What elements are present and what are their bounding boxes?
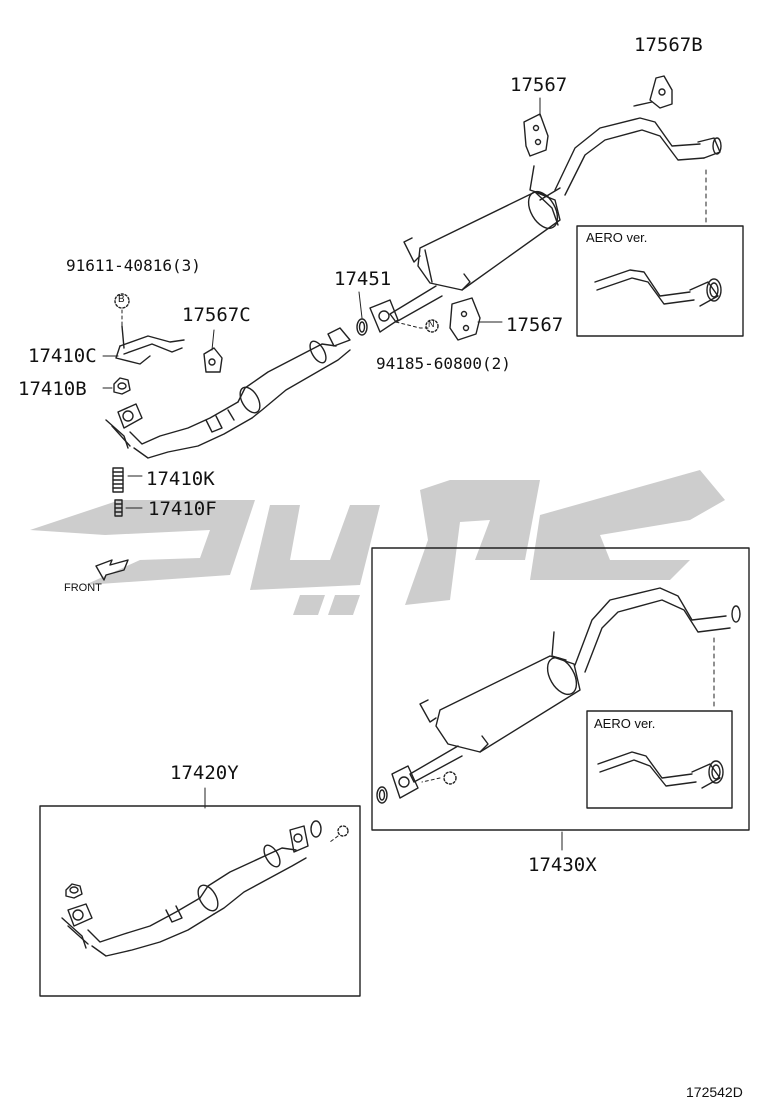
main-muffler-top	[389, 190, 561, 323]
label-17567-right: 17567	[506, 314, 564, 336]
label-17410C: 17410C	[28, 345, 97, 367]
front-label: FRONT	[64, 582, 102, 594]
box-17420Y	[39, 805, 361, 997]
label-aero-bottom: AERO ver.	[594, 716, 656, 731]
hanger-bracket-17410C	[115, 325, 185, 365]
hanger-17567B	[649, 75, 673, 109]
diagram-code: 172542D	[686, 1084, 743, 1100]
label-17567C: 17567C	[182, 304, 251, 326]
label-17567B: 17567B	[634, 34, 703, 56]
box-17430X	[371, 547, 750, 831]
callout-B: B	[118, 294, 125, 305]
front-arrow-icon	[95, 559, 129, 581]
label-17451: 17451	[334, 268, 392, 290]
flange-top	[356, 299, 399, 336]
nut-17410B	[113, 377, 131, 395]
hanger-17567-top	[523, 113, 549, 157]
bolt-17410F	[114, 499, 123, 517]
label-17430X: 17430X	[528, 854, 597, 876]
rubber-mount-17567C	[203, 347, 223, 373]
spring-17410K	[112, 467, 124, 493]
tailpipe-top	[529, 101, 722, 201]
aero-inset-top	[576, 225, 744, 337]
callout-circles	[114, 293, 457, 837]
label-17420Y: 17420Y	[170, 762, 239, 784]
label-94185-60800: 94185-60800(2)	[376, 354, 511, 373]
front-pipe-top	[105, 327, 351, 459]
callout-N: N	[428, 319, 435, 329]
label-17410K: 17410K	[146, 468, 215, 490]
label-91611-40816: 91611-40816(3)	[66, 256, 201, 275]
label-aero-top: AERO ver.	[586, 230, 648, 245]
label-17410F: 17410F	[148, 498, 217, 520]
hanger-17567-right	[449, 297, 481, 341]
leader-lines	[102, 97, 715, 851]
label-17410B: 17410B	[18, 378, 87, 400]
label-17567-top: 17567	[510, 74, 568, 96]
watermark-logo	[30, 470, 725, 615]
aero-inset-bottom	[586, 710, 733, 809]
